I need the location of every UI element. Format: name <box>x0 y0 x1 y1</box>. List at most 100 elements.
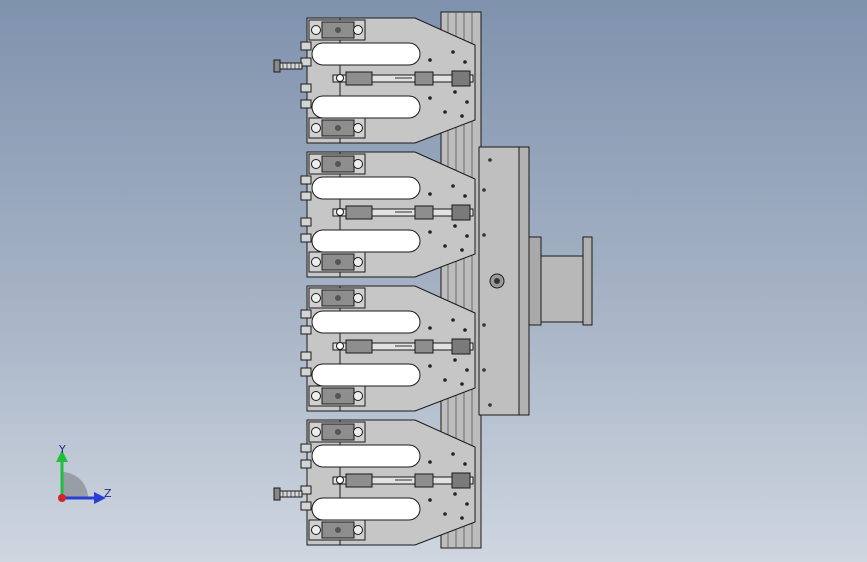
block-screw-5 <box>482 368 486 372</box>
toggle-clamp-bolt-0 <box>311 159 321 169</box>
rod-coupler <box>414 205 434 220</box>
plate-hole-3 <box>465 100 469 104</box>
rod-pin <box>336 208 344 216</box>
side-tab-2 <box>300 217 312 227</box>
toggle-clamp-pivot-0 <box>335 27 341 33</box>
clamp-module-2 <box>300 151 476 278</box>
side-tab-3 <box>300 233 312 243</box>
plate-hole-2 <box>453 492 457 496</box>
plate-hole-0 <box>451 452 455 456</box>
plate-hole-5 <box>460 516 464 520</box>
side-tab-0 <box>300 309 312 319</box>
toggle-clamp-bolt-1 <box>311 257 321 267</box>
rod-end-left <box>345 71 373 86</box>
adjust-screw-head-0 <box>273 59 281 73</box>
side-tab-0 <box>300 443 312 453</box>
block-screw-3 <box>482 233 486 237</box>
toggle-clamp-bolt-0 <box>311 25 321 35</box>
clamp-module-3 <box>300 285 476 412</box>
toggle-clamp-pivot-1 <box>335 527 341 533</box>
toggle-clamp-bolt-0 <box>311 427 321 437</box>
toggle-clamp-pivot-1 <box>335 259 341 265</box>
plate-hole-7 <box>428 498 432 502</box>
side-tab-2 <box>300 351 312 361</box>
side-tab-2 <box>300 83 312 93</box>
assembly-model[interactable] <box>273 11 593 549</box>
rod-pin <box>336 342 344 350</box>
plate-hole-3 <box>465 234 469 238</box>
origin-dot-icon <box>58 494 66 502</box>
block-screw-2 <box>482 188 486 192</box>
plate-hole-3 <box>465 368 469 372</box>
plate-hole-1 <box>463 60 467 64</box>
rod-cylinder-end <box>451 70 471 87</box>
toggle-clamp-pivot-0 <box>335 295 341 301</box>
rod-end-left <box>345 205 373 220</box>
toggle-clamp-bolt-0 <box>311 293 321 303</box>
toggle-clamp-bolt-b-0 <box>353 427 363 437</box>
plate-hole-6 <box>428 460 432 464</box>
motor-neck <box>528 236 542 326</box>
side-tab-0 <box>300 41 312 51</box>
rod-cylinder-end <box>451 338 471 355</box>
plate-hole-4 <box>443 378 447 382</box>
toggle-clamp-pivot-0 <box>335 161 341 167</box>
upper-slot <box>311 176 421 200</box>
rod-cylinder-end <box>451 204 471 221</box>
plate-hole-4 <box>443 244 447 248</box>
toggle-clamp-bolt-b-0 <box>353 293 363 303</box>
plate-hole-0 <box>451 318 455 322</box>
orientation-triad[interactable]: Y Z <box>52 440 122 510</box>
toggle-clamp-bolt-1 <box>311 525 321 535</box>
plate-hole-2 <box>453 224 457 228</box>
plate-hole-7 <box>428 230 432 234</box>
plate-hole-6 <box>428 326 432 330</box>
rod-pin <box>336 74 344 82</box>
plate-hole-5 <box>460 248 464 252</box>
side-tab-3 <box>300 367 312 377</box>
toggle-clamp-bolt-b-1 <box>353 525 363 535</box>
block-screw-4 <box>482 323 486 327</box>
plate-hole-1 <box>463 328 467 332</box>
toggle-clamp-bolt-1 <box>311 123 321 133</box>
toggle-clamp-pivot-0 <box>335 429 341 435</box>
plate-hole-5 <box>460 382 464 386</box>
side-tab-3 <box>300 501 312 511</box>
y-axis-label: Y <box>58 443 66 456</box>
side-tab-3 <box>300 99 312 109</box>
toggle-clamp-bolt-b-0 <box>353 25 363 35</box>
side-tab-1 <box>300 57 312 67</box>
z-axis-label: Z <box>104 487 112 500</box>
rod-coupler <box>414 339 434 354</box>
plate-hole-1 <box>463 462 467 466</box>
toggle-clamp-bolt-b-0 <box>353 159 363 169</box>
toggle-clamp-bolt-b-1 <box>353 391 363 401</box>
plate-hole-6 <box>428 192 432 196</box>
z-axis-arrow-icon <box>94 492 106 504</box>
rod-coupler <box>414 473 434 488</box>
rod-end-left <box>345 339 373 354</box>
plate-hole-5 <box>460 114 464 118</box>
plate-hole-2 <box>453 358 457 362</box>
side-tab-1 <box>300 325 312 335</box>
rod-pin <box>336 476 344 484</box>
y-axis-arrow-icon <box>56 450 68 462</box>
plate-hole-6 <box>428 58 432 62</box>
lower-slot <box>311 229 421 253</box>
plate-hole-0 <box>451 50 455 54</box>
toggle-clamp-bolt-1 <box>311 391 321 401</box>
rod-cylinder-end <box>451 472 471 489</box>
rod-end-left <box>345 473 373 488</box>
clamp-module-4 <box>300 419 476 546</box>
side-tab-0 <box>300 175 312 185</box>
adjust-screw-head-1 <box>273 487 281 501</box>
clamp-module-1 <box>300 17 476 144</box>
rod-coupler <box>414 71 434 86</box>
lower-slot <box>311 363 421 387</box>
motor-flange <box>582 236 593 326</box>
upper-slot <box>311 310 421 334</box>
plate-hole-3 <box>465 502 469 506</box>
upper-slot <box>311 444 421 468</box>
toggle-clamp-pivot-1 <box>335 125 341 131</box>
